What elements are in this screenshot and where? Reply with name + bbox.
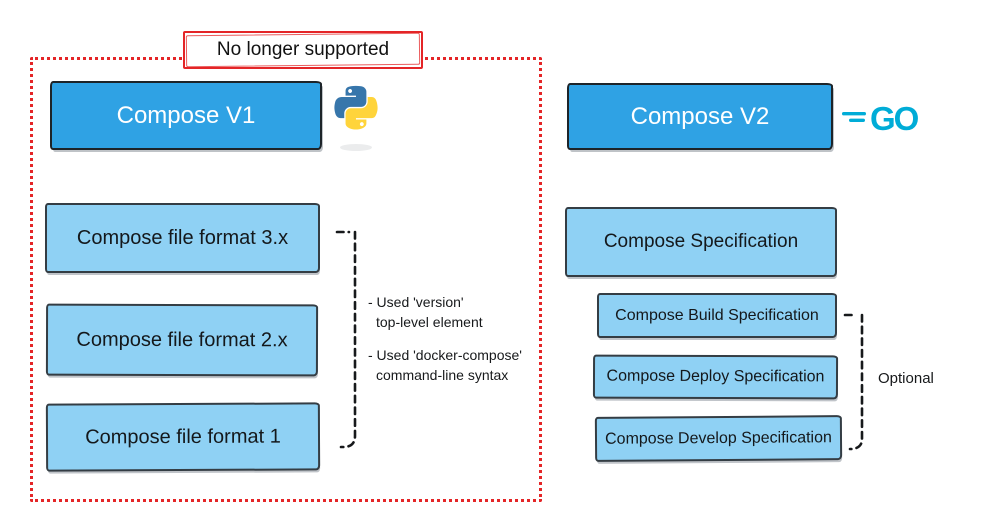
build-spec-label: Compose Build Specification (615, 306, 819, 324)
compose-specification-box: Compose Specification (565, 207, 837, 277)
v2-optional-bracket (843, 313, 864, 451)
go-logo-text: GO (870, 100, 919, 137)
compose-file-format-1-box: Compose file format 1 (45, 402, 321, 472)
go-logo-icon: GO (840, 100, 946, 138)
compose-file-format-3x-box: Compose file format 3.x (45, 203, 320, 273)
python-logo-icon (329, 85, 383, 151)
format-1-label: Compose file format 1 (85, 425, 281, 448)
optional-label: Optional (878, 370, 934, 387)
compose-deploy-specification-box: Compose Deploy Specification (592, 354, 839, 400)
compose-file-format-2x-box: Compose file format 2.x (45, 303, 319, 377)
develop-spec-label: Compose Develop Specification (605, 428, 832, 448)
compose-v2-header: Compose V2 (567, 83, 833, 150)
note-version-line2: top-level element (376, 314, 483, 330)
format-2x-label: Compose file format 2.x (76, 328, 288, 351)
note-version-line1: - Used 'version' (368, 294, 464, 310)
note-docker-compose-line2: command-line syntax (376, 367, 509, 383)
v1-notes: - Used 'version' top-level element - Use… (368, 292, 522, 385)
compose-develop-specification-box: Compose Develop Specification (594, 415, 843, 462)
compose-v1-header: Compose V1 (50, 81, 322, 150)
compose-v1-title: Compose V1 (116, 101, 256, 129)
note-version: - Used 'version' top-level element (368, 292, 522, 332)
deploy-spec-label: Compose Deploy Specification (606, 367, 825, 386)
compose-specification-label: Compose Specification (603, 231, 799, 252)
format-3x-label: Compose file format 3.x (76, 226, 289, 249)
compose-build-specification-box: Compose Build Specification (597, 293, 837, 338)
note-docker-compose-line1: - Used 'docker-compose' (368, 347, 522, 363)
banner-text: No longer supported (216, 39, 390, 60)
note-docker-compose: - Used 'docker-compose' command-line syn… (368, 345, 522, 385)
no-longer-supported-label: No longer supported (183, 31, 423, 69)
compose-v2-title: Compose V2 (630, 102, 770, 130)
v1-formats-bracket (335, 230, 357, 449)
